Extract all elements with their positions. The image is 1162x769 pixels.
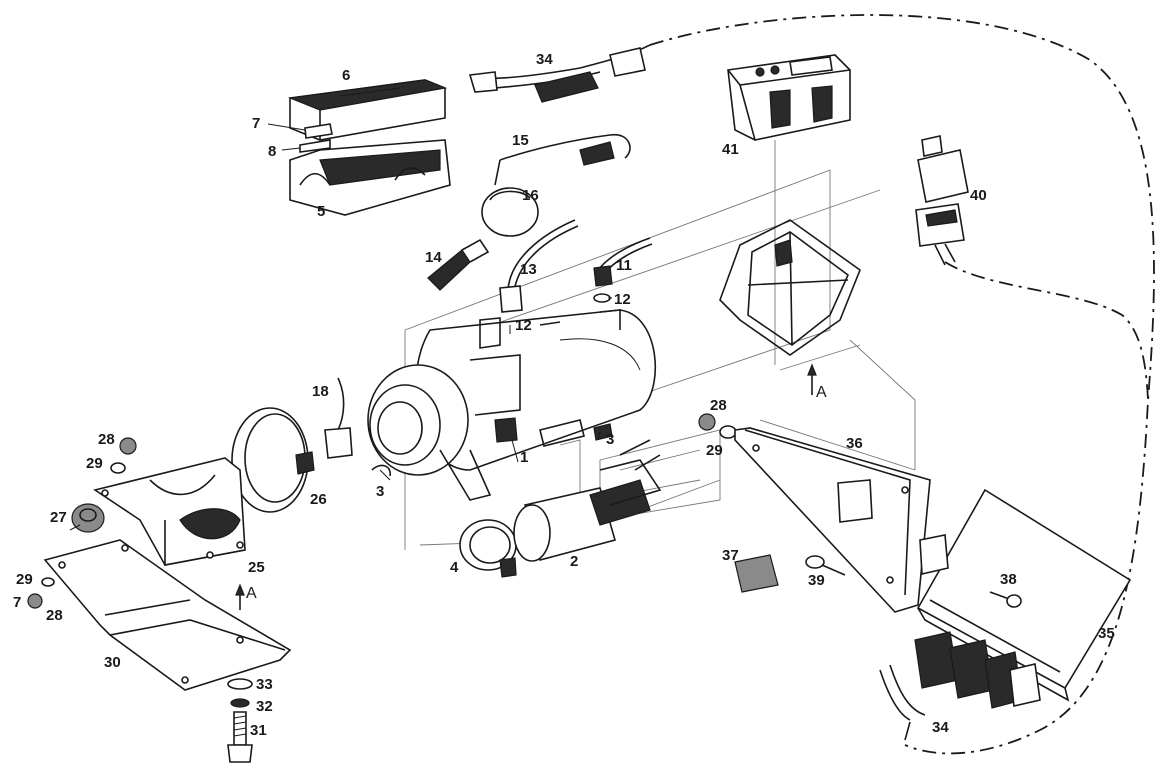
label-2: 2 [570, 553, 578, 570]
label-35: 35 [1098, 625, 1115, 642]
view-arrows [235, 363, 817, 610]
label-26: 26 [310, 491, 327, 508]
part-36-bracket-plate [734, 427, 931, 613]
label-3b: 3 [606, 431, 614, 448]
label-30: 30 [104, 654, 121, 671]
part-5-base [289, 139, 451, 216]
label-8: 8 [268, 143, 276, 160]
label-29a: 29 [86, 455, 103, 472]
part-30-base-plate [43, 539, 292, 691]
part-34-cable-loom [468, 44, 651, 103]
wiring-branch-relay [944, 261, 1149, 401]
label-34b: 34 [932, 719, 949, 736]
label-16: 16 [522, 187, 539, 204]
view-label-a-right: A [816, 384, 827, 401]
part-35-control-unit [916, 488, 1132, 702]
label-15: 15 [512, 132, 529, 149]
label-29b: 29 [16, 571, 33, 588]
part-25-bracket [93, 457, 246, 566]
part-37-pad [734, 554, 779, 593]
label-28a: 28 [98, 431, 115, 448]
label-7b: 7 [13, 594, 21, 611]
label-5: 5 [317, 203, 325, 220]
label-41: 41 [722, 141, 739, 158]
part-27-mount [71, 503, 105, 533]
mounting-cage [719, 219, 861, 356]
part-labels: 1 2 3 3 4 5 6 7 7 8 11 12 12 13 14 15 16… [13, 51, 1115, 739]
label-25: 25 [248, 559, 265, 576]
part-15-16-sensor [481, 133, 631, 237]
label-38: 38 [1000, 571, 1017, 588]
label-1: 1 [520, 449, 528, 466]
label-27: 27 [50, 509, 67, 526]
wiring-harness-dashed [649, 14, 1155, 755]
part-2-metering-pump [513, 439, 662, 562]
part-41-operating-unit [727, 54, 851, 141]
label-40: 40 [970, 187, 987, 204]
label-14: 14 [425, 249, 442, 266]
label-36: 36 [846, 435, 863, 452]
part-13-pipe [499, 219, 579, 313]
label-31: 31 [250, 722, 267, 739]
label-28c: 28 [710, 397, 727, 414]
label-13: 13 [520, 261, 537, 278]
label-33: 33 [256, 676, 273, 693]
part-26-hose-clamp [231, 407, 315, 513]
parts-28-29-fasteners [27, 413, 737, 609]
label-11: 11 [616, 257, 632, 274]
label-39: 39 [808, 572, 825, 589]
part-39-screw [805, 555, 846, 576]
label-3a: 3 [376, 483, 384, 500]
label-34a: 34 [536, 51, 553, 68]
label-12a: 12 [614, 291, 631, 308]
label-37: 37 [722, 547, 739, 564]
part-40-relay [915, 135, 969, 266]
label-32: 32 [256, 698, 273, 715]
part-14-glow-plug [427, 238, 490, 291]
label-28b: 28 [46, 607, 63, 624]
part-34-connectors [879, 631, 1041, 741]
parts-7-8-clips [299, 123, 333, 153]
label-4: 4 [450, 559, 459, 576]
part-11-pipe [593, 237, 653, 287]
view-label-a-left: A [246, 585, 257, 602]
label-12b: 12 [515, 317, 532, 334]
part-38-screw [989, 591, 1022, 608]
label-18: 18 [312, 383, 329, 400]
label-29c: 29 [706, 442, 723, 459]
part-4-clamp [459, 519, 517, 578]
part-1-heater-body [367, 309, 657, 501]
part-18-plug-cable [324, 377, 353, 459]
parts-31-33-bolt [227, 678, 253, 763]
label-7a: 7 [252, 115, 260, 132]
label-6: 6 [342, 67, 350, 84]
leader-lines [69, 123, 612, 531]
